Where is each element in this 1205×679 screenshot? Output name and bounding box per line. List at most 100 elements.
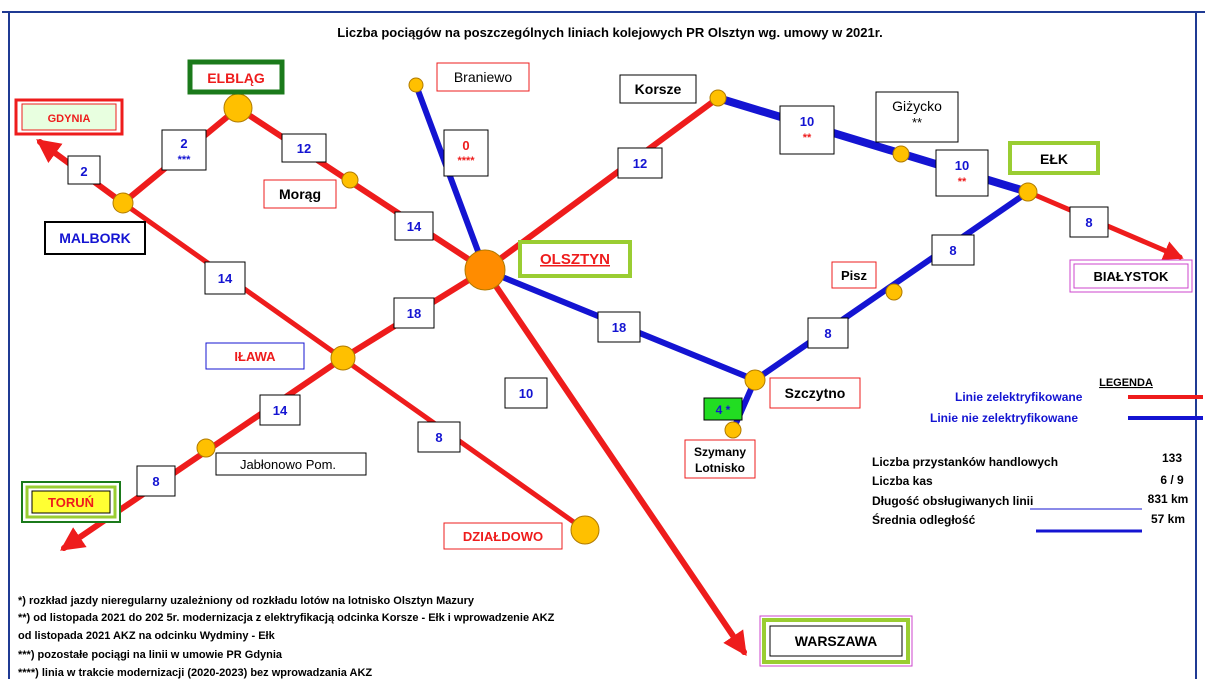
stat-label: Średnia odległość [872, 512, 976, 527]
station-olsztyn [464, 249, 506, 291]
station-szczytno [744, 369, 766, 391]
station-korsze [709, 89, 727, 107]
count-box-szczytno-pisz: 8 [807, 317, 849, 349]
count-mark: **** [457, 155, 475, 167]
city-labels: GDYNIA ELBLĄG Braniewo Korsze Giżycko **… [14, 59, 1193, 667]
label-gizycko: Giżycko ** [875, 91, 959, 143]
count-mark: *** [178, 154, 192, 166]
footnotes: *) rozkład jazdy nieregularny uzależnion… [18, 595, 555, 679]
count-box-korsze: 12 [617, 147, 663, 179]
rail-lines [36, 82, 1184, 656]
count-value: 8 [824, 326, 831, 341]
count-box-morag-olsztyn: 14 [394, 211, 434, 241]
count-box-korsze-gizycko: 10 ** [779, 105, 835, 155]
count-value: 8 [1085, 215, 1092, 230]
count-box-pisz-elk: 8 [931, 234, 975, 266]
label-morag: Morąg [263, 179, 337, 209]
count-box-szymany: 4 * [703, 397, 743, 421]
label-szczytno: Szczytno [769, 377, 861, 409]
svg-text:DZIAŁDOWO: DZIAŁDOWO [463, 529, 543, 544]
count-mark: ** [803, 132, 812, 144]
svg-text:Jabłonowo Pom.: Jabłonowo Pom. [240, 457, 336, 472]
line-olsztyn-warszawa [482, 267, 747, 656]
label-malbork: MALBORK [44, 221, 146, 255]
label-warszawa: WARSZAWA [759, 615, 913, 667]
station-pisz [885, 283, 903, 301]
label-jablonowo: Jabłonowo Pom. [215, 452, 367, 476]
count-box-elblag-morag: 12 [281, 133, 327, 163]
legend-heading: LEGENDA [1099, 377, 1153, 389]
count-box-ilawa-olsztyn: 18 [393, 297, 435, 329]
stat-label: Liczba kas [872, 474, 933, 488]
count-box-braniewo: 0 **** [443, 129, 489, 177]
label-bialystok: BIAŁYSTOK [1069, 259, 1193, 293]
count-value: 4 * [716, 403, 731, 417]
count-box-ilawa-jablonowo: 14 [259, 394, 301, 426]
legend-non-electrified-label: Linie nie zelektryfikowane [930, 411, 1078, 425]
svg-text:EŁK: EŁK [1040, 151, 1068, 167]
stat-label: Długość obsługiwanych linii [872, 494, 1033, 508]
count-value: 8 [949, 243, 956, 258]
footnote: **) od listopada 2021 do 202 5r. moderni… [18, 612, 555, 624]
count-box-ilawa-dzialdowo: 8 [417, 421, 461, 453]
count-box-jablonowo-torun: 8 [136, 465, 176, 497]
legend: LEGENDA Linie zelektryfikowane Linie nie… [930, 377, 1203, 425]
count-box-malbork-elblag: 2 *** [161, 129, 207, 171]
label-szymany: Szymany Lotnisko [684, 439, 756, 479]
svg-text:WARSZAWA: WARSZAWA [795, 633, 877, 649]
svg-text:Szymany: Szymany [694, 445, 746, 459]
count-box-gizycko-elk: 10 ** [935, 149, 989, 197]
svg-text:Braniewo: Braniewo [454, 69, 513, 85]
station-elk [1018, 182, 1038, 202]
footnote: ***) pozostałe pociągi na linii w umowie… [18, 649, 283, 661]
label-olsztyn: OLSZTYN [518, 240, 632, 278]
count-value: 18 [612, 320, 626, 335]
station-jablonowo [196, 438, 216, 458]
stats-table: Liczba przystanków handlowych 133 Liczba… [872, 451, 1188, 533]
label-korsze: Korsze [619, 74, 697, 104]
stat-value: 133 [1162, 451, 1182, 465]
footnote: *) rozkład jazdy nieregularny uzależnion… [18, 595, 475, 607]
count-value: 18 [407, 306, 421, 321]
svg-text:Pisz: Pisz [841, 268, 868, 283]
count-box-malbork-gdynia: 2 [67, 155, 101, 185]
svg-text:Morąg: Morąg [279, 186, 321, 202]
svg-text:BIAŁYSTOK: BIAŁYSTOK [1094, 269, 1169, 284]
count-value: 8 [152, 474, 159, 489]
stat-label: Liczba przystanków handlowych [872, 455, 1058, 469]
line-elblag-olsztyn [235, 105, 488, 273]
line-malbork-dzialdowo [120, 200, 588, 533]
count-value: 14 [407, 219, 422, 234]
count-value: 12 [297, 141, 311, 156]
stat-value: 6 / 9 [1160, 473, 1184, 487]
station-dzialdowo [570, 515, 600, 545]
label-ilawa: IŁAWA [205, 342, 305, 370]
label-elk: EŁK [1008, 141, 1100, 175]
count-value: 14 [218, 271, 233, 286]
svg-text:Szczytno: Szczytno [785, 385, 846, 401]
station-morag [341, 171, 359, 189]
count-box-elk-bialystok: 8 [1069, 206, 1109, 238]
station-braniewo [408, 77, 424, 93]
count-box-olsztyn-szczytno: 18 [597, 311, 641, 343]
label-dzialdowo: DZIAŁDOWO [443, 522, 563, 550]
count-value: 2 [180, 136, 187, 151]
svg-text:Korsze: Korsze [635, 81, 682, 97]
station-szymany [724, 421, 742, 439]
count-value: 10 [955, 158, 969, 173]
svg-text:MALBORK: MALBORK [59, 230, 131, 246]
line-braniewo-olsztyn [413, 82, 488, 273]
count-box-olsztyn-dzialdowo: 10 [504, 377, 548, 409]
count-value: 0 [462, 138, 469, 153]
count-value: 10 [519, 386, 533, 401]
legend-electrified-label: Linie zelektryfikowane [955, 390, 1083, 404]
diagram-title: Liczba pociągów na poszczególnych liniac… [337, 25, 882, 40]
svg-text:Giżycko: Giżycko [892, 98, 942, 114]
station-gizycko [892, 145, 910, 163]
svg-text:TORUŃ: TORUŃ [48, 495, 94, 510]
station-ilawa [330, 345, 356, 371]
svg-text:Lotnisko: Lotnisko [695, 461, 745, 475]
count-box-malbork-ilawa: 14 [204, 261, 246, 295]
